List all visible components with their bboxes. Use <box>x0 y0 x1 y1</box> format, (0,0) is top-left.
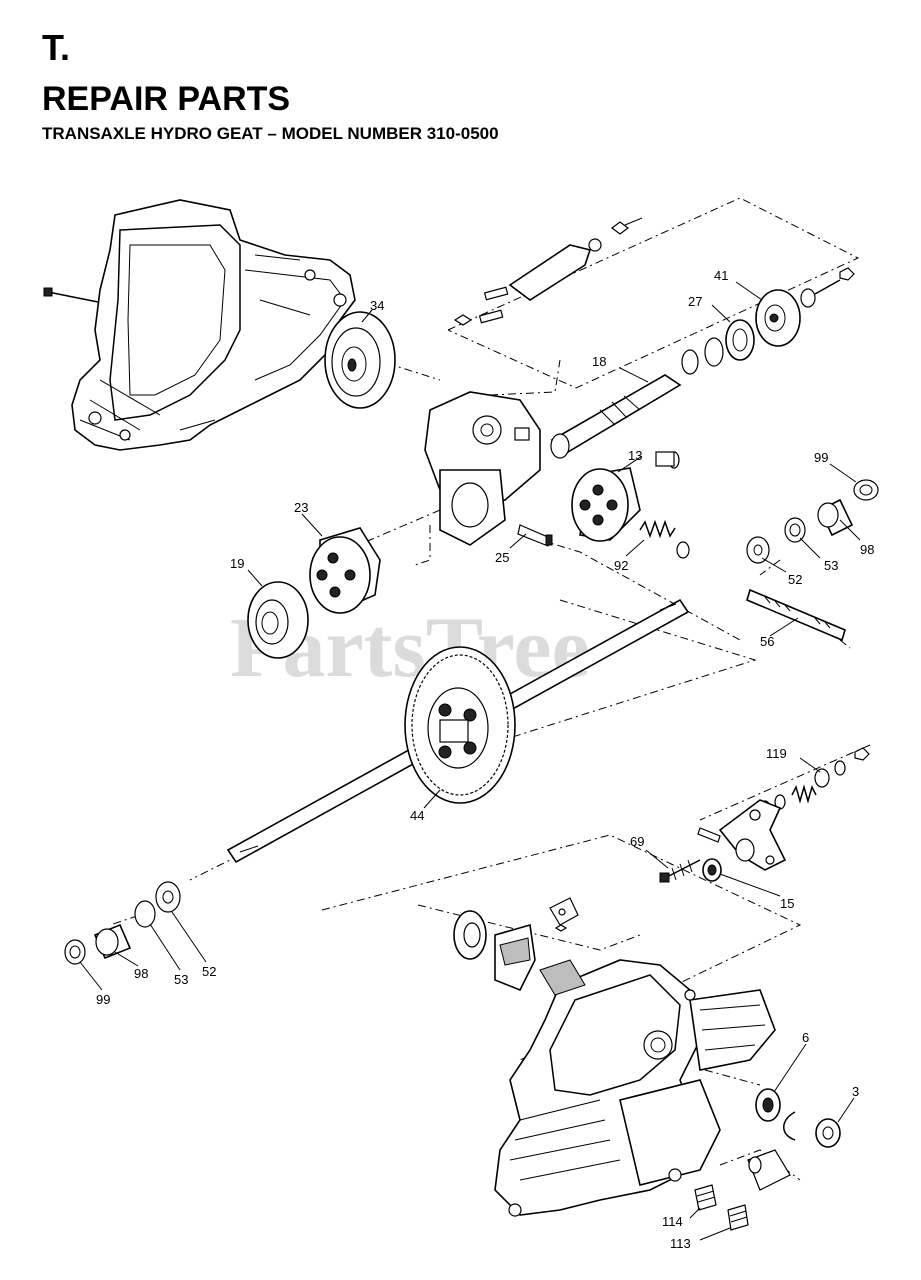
upper-housing-casting <box>43 199 356 451</box>
callout-114: 114 <box>662 1214 683 1229</box>
pin-25 <box>517 524 553 547</box>
cap-3 <box>815 1118 841 1148</box>
callout-23: 23 <box>294 500 308 515</box>
callout-92: 92 <box>614 558 628 573</box>
pump-cover-41 <box>755 267 855 347</box>
callout-99-left: 99 <box>96 992 110 1007</box>
axle-gear-44 <box>226 598 690 864</box>
bolt-69 <box>659 859 701 883</box>
callout-56: 56 <box>760 634 774 649</box>
callout-15: 15 <box>780 896 794 911</box>
bearing-19 <box>247 581 309 659</box>
seal-27 <box>681 319 755 375</box>
callout-34: 34 <box>370 298 384 313</box>
fitting-113 <box>727 1204 749 1231</box>
callout-6: 6 <box>802 1030 809 1045</box>
callout-44: 44 <box>410 808 424 823</box>
callout-3: 3 <box>852 1084 859 1099</box>
input-shaft-18 <box>550 374 682 459</box>
callout-113: 113 <box>670 1236 691 1251</box>
bearing-6 <box>755 1088 796 1141</box>
callout-19: 19 <box>230 556 244 571</box>
callout-25: 25 <box>495 550 509 565</box>
center-section-block <box>424 391 680 546</box>
callout-53-left: 53 <box>174 972 188 987</box>
lower-housing-casting <box>494 959 776 1217</box>
shaft-56 <box>746 588 846 642</box>
pulley-34 <box>324 311 396 409</box>
trunnion-group <box>453 897 579 992</box>
callout-labels: 34 18 41 27 13 99 23 19 25 92 53 98 52 5… <box>96 268 874 1251</box>
page-subtitle: TRANSAXLE HYDRO GEAT – MODEL NUMBER 310-… <box>42 124 499 143</box>
callout-18: 18 <box>592 354 606 369</box>
callout-27: 27 <box>688 294 702 309</box>
callout-52-right: 52 <box>788 572 802 587</box>
callout-69: 69 <box>630 834 644 849</box>
callout-13: 13 <box>628 448 642 463</box>
callout-99-right: 99 <box>814 450 828 465</box>
callout-98-left: 98 <box>134 966 148 981</box>
fitting-114 <box>694 1184 717 1211</box>
small-bracket <box>747 1149 791 1191</box>
leader-lines <box>79 281 861 1241</box>
cylinder-block-13 <box>571 467 641 542</box>
callout-98-right: 98 <box>860 542 874 557</box>
page-title: REPAIR PARTS <box>42 80 291 118</box>
section-letter: T. <box>42 27 71 68</box>
callout-119: 119 <box>766 746 787 761</box>
left-washer-stack <box>64 881 181 965</box>
right-washer-stack <box>746 479 879 564</box>
spring-92 <box>639 519 690 559</box>
upper-bracket-group <box>453 217 643 326</box>
control-arm-bracket <box>697 799 787 871</box>
callout-52-left: 52 <box>202 964 216 979</box>
seal-15 <box>702 858 722 882</box>
callout-53-right: 53 <box>824 558 838 573</box>
cylinder-block-23 <box>309 527 381 614</box>
callout-41: 41 <box>714 268 728 283</box>
